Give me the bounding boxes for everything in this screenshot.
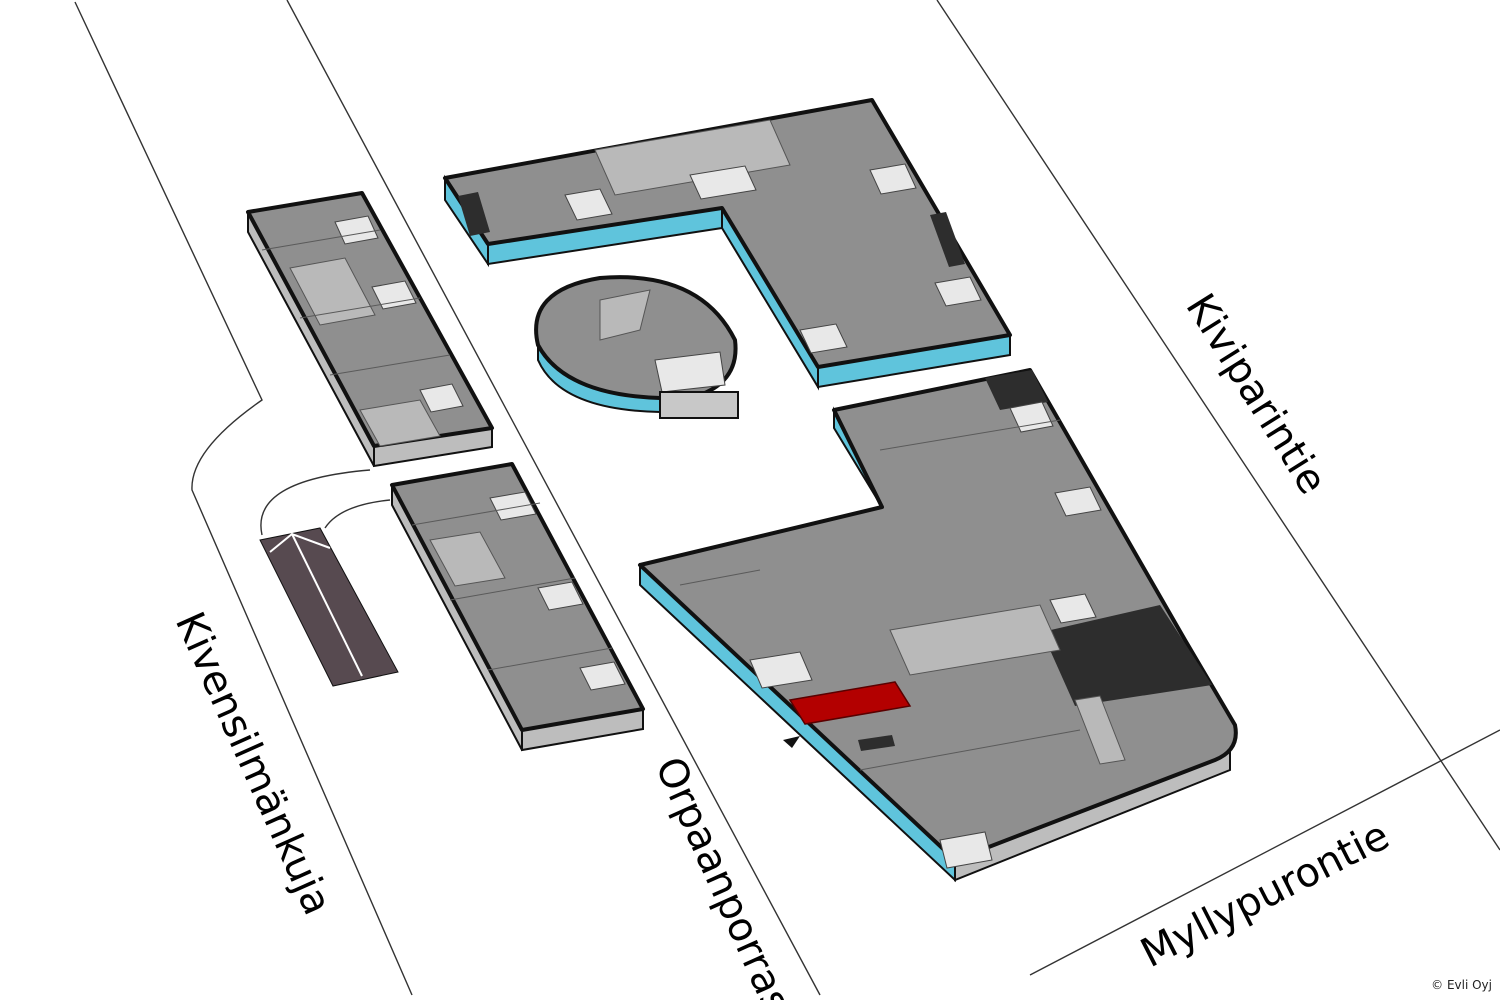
building-north-roof <box>443 98 1012 369</box>
room <box>289 257 376 326</box>
wall <box>411 502 541 526</box>
street-label-myllypurontie: Myllypurontie <box>1134 813 1397 977</box>
room <box>594 119 791 196</box>
stair-icon <box>799 323 848 354</box>
driveway-curve-outer <box>260 469 371 536</box>
building-west-lower[interactable] <box>390 462 645 752</box>
building-west-lower-roof <box>390 462 645 732</box>
wall <box>261 229 381 251</box>
driveway-curve-inner <box>324 499 391 529</box>
copyright-notice: © Evli Oyj <box>1431 978 1492 992</box>
ramp-direction-arrow-icon <box>269 532 331 553</box>
dark-block <box>985 370 1048 410</box>
dark-block <box>930 212 965 267</box>
road-edge-kiviparintie <box>936 0 1500 851</box>
wall <box>487 647 613 671</box>
wall <box>879 419 1061 451</box>
stair-icon <box>564 188 613 221</box>
stair-icon <box>934 276 982 307</box>
stair-icon <box>489 491 537 521</box>
stair-icon <box>939 831 993 869</box>
building-round-pavilion[interactable] <box>534 275 739 419</box>
stair-icon <box>654 351 726 393</box>
corridor <box>1074 695 1126 765</box>
stair-icon <box>1009 401 1054 433</box>
building-main[interactable] <box>638 368 1238 883</box>
dark-block <box>1042 605 1212 706</box>
stair-icon <box>579 661 626 691</box>
stair-icon <box>1049 593 1097 624</box>
road-network <box>74 0 1500 996</box>
stair-icon <box>371 280 417 310</box>
road-edge-kivensilmankuja-left <box>74 1 413 996</box>
stair-icon <box>419 383 464 413</box>
wall <box>679 569 761 586</box>
building-west-upper[interactable] <box>246 191 494 468</box>
dark-block <box>458 192 490 236</box>
road-edge-myllypurontie <box>1029 729 1500 976</box>
dark-block <box>858 735 895 751</box>
ramp-lane-line <box>291 533 363 677</box>
wall <box>859 729 1081 771</box>
stair-icon <box>1054 486 1102 517</box>
street-label-orpaanporras: Orpaanporras <box>646 750 800 1000</box>
entrance-marker-icon[interactable] <box>783 736 800 748</box>
parking-ramp[interactable] <box>259 527 399 687</box>
road-edge-orpaanporras <box>286 0 821 996</box>
street-label-kivensilmankuja: Kivensilmänkuja <box>166 605 341 921</box>
room <box>599 289 651 341</box>
stair-icon <box>689 165 757 200</box>
wall <box>299 297 421 319</box>
wall <box>449 577 576 601</box>
building-west-upper-roof <box>246 191 494 448</box>
room <box>429 531 506 587</box>
highlight-room[interactable] <box>788 681 912 725</box>
wall <box>329 354 451 376</box>
pavilion-annex <box>659 391 739 419</box>
room <box>889 604 1061 676</box>
stair-icon <box>869 163 917 195</box>
room <box>359 399 441 447</box>
street-label-kiviparintie: Kiviparintie <box>1177 286 1336 502</box>
stair-icon <box>537 581 584 611</box>
stair-icon <box>749 651 813 689</box>
building-north[interactable] <box>443 98 1012 391</box>
